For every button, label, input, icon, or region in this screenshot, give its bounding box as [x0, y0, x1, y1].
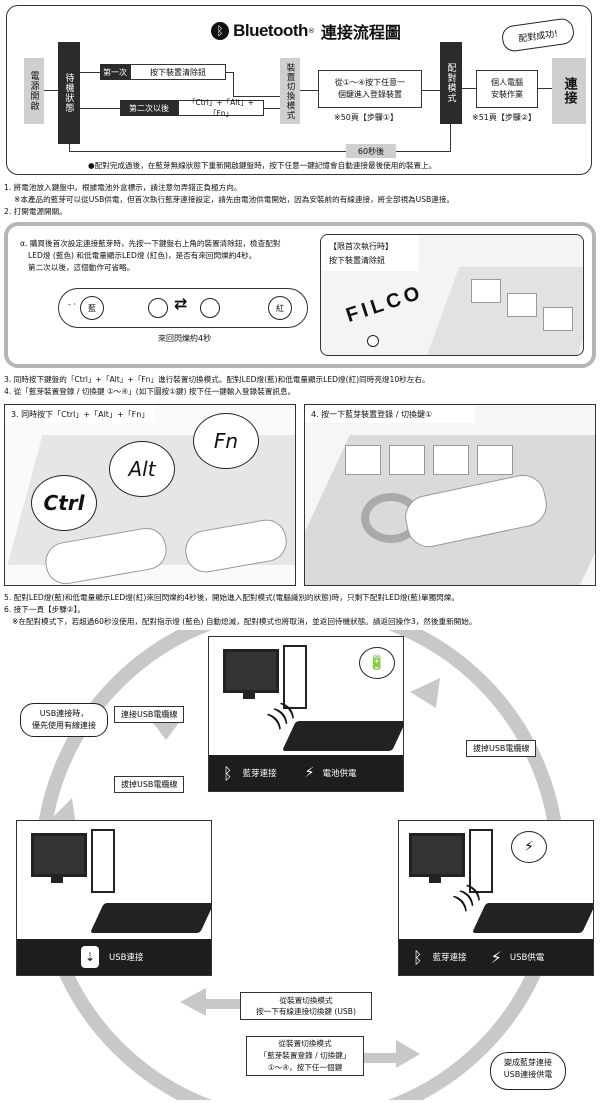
led-off-icon-2 — [200, 298, 220, 318]
blink-caption: 來回閃爍約4秒 — [158, 334, 212, 343]
panel-alpha-text-2: LED燈 (藍色) 和低電量顯示LED燈 (紅色)，是否有來回閃爍約4秒。 — [28, 251, 257, 260]
page-title: 連接流程圖 — [320, 23, 401, 42]
diagram-title: ᛒ Bluetooth ® 連接流程圖 — [196, 18, 416, 44]
usb-icon: ⇣ — [81, 946, 99, 968]
keyboard-icon — [282, 721, 403, 751]
label-usb-switch: 從裝置切換模式 按一下有線連接切換鍵 (USB) — [240, 992, 372, 1020]
step-3: 3. 同時按下鍵盤的「Ctrl」+「Alt」+「Fn」進行裝置切換模式。配對LE… — [4, 375, 430, 384]
label-unplug-usb-left: 拔掉USB電纜線 — [114, 776, 185, 793]
card-usb: ⇣ USB連接 — [16, 820, 212, 976]
alt-key-bubble: Alt — [109, 441, 175, 497]
flow-footnote: ●配對完成過後，在藍芽無線狀態下重新開啟鍵盤時，按下任意一鍵記憶會自動連接最後使… — [88, 161, 437, 170]
usb-power-bubble: ⚡ — [511, 831, 547, 863]
clear-button-icon — [367, 335, 379, 347]
pc-tower-icon — [469, 829, 493, 893]
standby-box: 待機狀態 — [58, 42, 80, 144]
keyboard-icon — [472, 903, 593, 933]
ctrl-key-bubble: Ctrl — [31, 475, 97, 531]
device-switch-mode-box: 裝置切換模式 — [280, 58, 300, 124]
filco-logo: FILCO — [343, 281, 427, 327]
pair-mode-box: 配對模式 — [440, 42, 462, 124]
step-1: 1. 將電池放入鍵盤中。根據電池外盒標示，請注意勿弄錯正負極方向。 — [4, 183, 242, 192]
photo-ctrl-alt-fn: 3. 同時按下「Ctrl」+「Alt」+「Fn」 Ctrl Alt Fn — [4, 404, 296, 586]
step-6: 6. 接下一頁【步驟②】。 — [4, 605, 86, 614]
battery-power-icon: ⚡ — [304, 765, 315, 781]
monitor-icon — [409, 833, 465, 877]
photo-press-key-1: 4. 按一下藍芽裝置登錄 / 切換鍵① — [304, 404, 596, 586]
press-any-key-box: 從①～④按下任意一 個鍵進入登錄裝置 — [318, 70, 422, 108]
power-on-box: 電源開啟 — [24, 58, 44, 124]
fn-key-bubble: Fn — [193, 413, 259, 469]
sixty-seconds-label: 60秒後 — [346, 144, 396, 158]
step-1-note: ※本產品的藍芽可以從USB供電，但首次執行藍芽連接設定，請先由電池供電開始，因為… — [14, 195, 455, 204]
pc-tower-icon — [283, 645, 307, 709]
bluetooth-wordmark: Bluetooth — [233, 21, 308, 40]
label-connect-usb: 連接USB電纜線 — [114, 706, 185, 723]
ref-p51: ※51頁【步驟②】 — [472, 113, 537, 122]
pc-tower-icon — [91, 829, 115, 893]
step-6-note: ※在配對模式下，若超過60秒沒使用，配對指示燈 (藍色) 自動熄滅，配對模式也將… — [12, 617, 477, 626]
label-unplug-usb-right: 拔掉USB電纜線 — [466, 740, 537, 757]
label-bluetooth-switch: 從裝置切換模式 「藍芽裝置登錄 / 切換鍵」 ①～④，按下任一個鍵 — [246, 1036, 364, 1076]
swap-arrows-icon: ⇄ — [174, 294, 188, 313]
bluetooth-icon: ᛒ — [211, 22, 230, 40]
step-4: 4. 從「藍芽裝置登錄 / 切換鍵 ①～④」(如下圖按①鍵) 按下任一鍵輸入登錄… — [4, 387, 296, 396]
ctrl-alt-fn-box: 「Ctrl」+「Alt」+「Fn」 — [178, 98, 264, 118]
usb-power-icon: ⚡ — [490, 947, 502, 967]
monitor-icon — [223, 649, 279, 693]
blink-rays-left: - · — [68, 300, 76, 309]
pc-install-box: 個人電腦 安裝作業 — [476, 70, 538, 108]
monitor-icon — [31, 833, 87, 877]
connect-box: 連接 — [552, 58, 586, 124]
card-bluetooth-usb-power: ))) ⚡ ᛒ 藍芽連接 ⚡ USB供電 — [398, 820, 594, 976]
card-bluetooth-battery: ))) 🔋 ᛒ 藍芽連接 ⚡ 電池供電 — [208, 636, 404, 792]
led-off-icon-1 — [148, 298, 168, 318]
bluetooth-icon: ᛒ — [413, 947, 423, 967]
battery-bubble: 🔋 — [359, 647, 395, 679]
ref-p50: ※50頁【步驟①】 — [334, 113, 399, 122]
second-time-label: 第二次以後 — [120, 100, 178, 116]
red-led-icon: 紅 — [268, 296, 292, 320]
led-blink-panel — [58, 288, 308, 328]
first-time-label: 第一次 — [100, 64, 130, 80]
panel-alpha-text-1: α. 購買後首次設定連接藍芽時，先按一下鍵盤右上角的裝置清除鈕，檢查配對 — [20, 239, 281, 248]
flow-diagram-frame — [6, 5, 592, 175]
keyboard-icon — [90, 903, 211, 933]
press-clear-box: 按下裝置清除鈕 — [130, 64, 226, 80]
step-2: 2. 打開電源開關。 — [4, 207, 67, 216]
step-5: 5. 配對LED燈(藍)和低電量顯示LED燈(紅)來回閃爍約4秒後，開始進入配對… — [4, 593, 459, 602]
usb-priority-bubble: USB連接時， 優先使用有線連接 — [20, 703, 108, 737]
blue-led-icon: 藍 — [80, 296, 104, 320]
panel-alpha-text-3: 第二次以後，這個動作可省略。 — [28, 263, 135, 272]
keyboard-photo-clear-button: 【限首次執行時】 按下裝置清除鈕 FILCO — [320, 234, 584, 356]
bluetooth-icon: ᛒ — [223, 763, 233, 783]
becomes-bubble: 變成藍芽連接 USB連接供電 — [490, 1052, 566, 1090]
